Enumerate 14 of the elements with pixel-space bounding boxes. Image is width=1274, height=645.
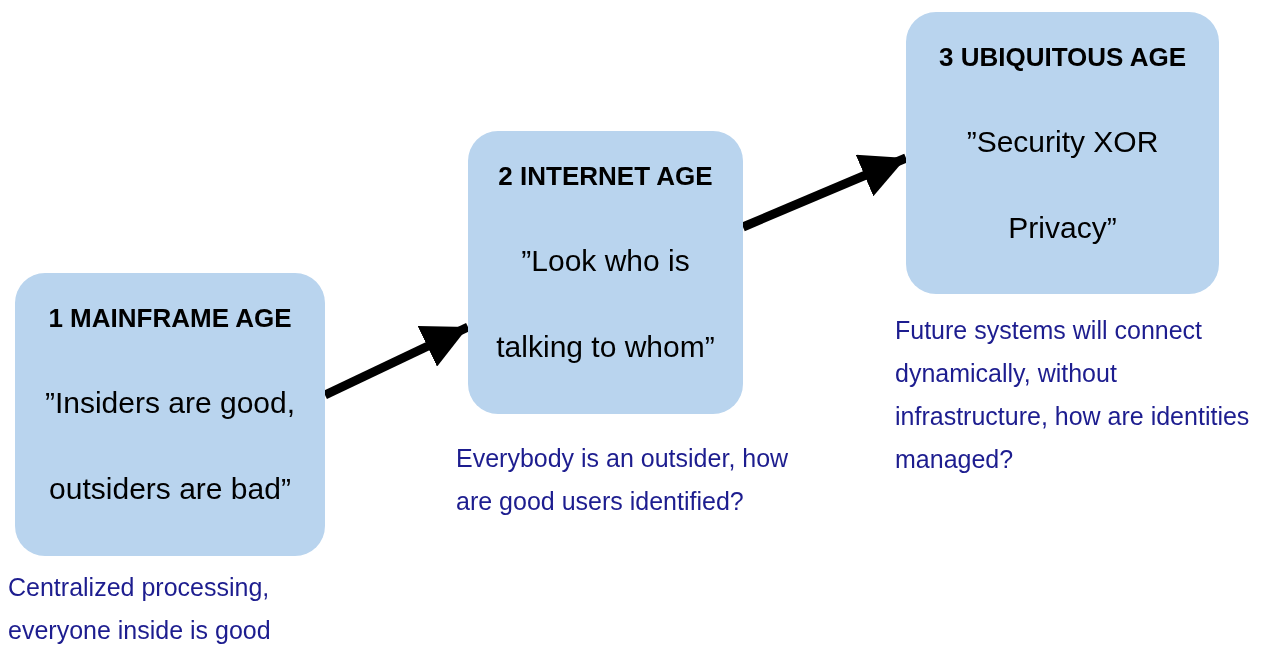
arrow bbox=[741, 153, 908, 232]
stage-heading: 2 INTERNET AGE bbox=[497, 161, 714, 191]
stage-box bbox=[468, 131, 743, 414]
stage-box bbox=[15, 273, 325, 556]
arrow bbox=[323, 322, 470, 400]
stage-heading: 1 MAINFRAME AGE bbox=[47, 303, 293, 333]
stage-quote: ”Security XOR Privacy” bbox=[965, 124, 1160, 246]
stage-quote: ”Insiders are good, outsiders are bad” bbox=[43, 385, 297, 507]
stage-quote: ”Look who is talking to whom” bbox=[495, 243, 716, 365]
stage-caption: Centralized processing, everyone inside is good bbox=[8, 572, 272, 645]
stage-caption: Future systems will connect dynamically, without infrastructure, how are identities managed? bbox=[895, 315, 1251, 475]
stage-heading: 3 UBIQUITOUS AGE bbox=[937, 42, 1187, 72]
stage-box bbox=[906, 12, 1219, 294]
stage-caption: Everybody is an outsider, how are good users identified? bbox=[456, 443, 790, 517]
